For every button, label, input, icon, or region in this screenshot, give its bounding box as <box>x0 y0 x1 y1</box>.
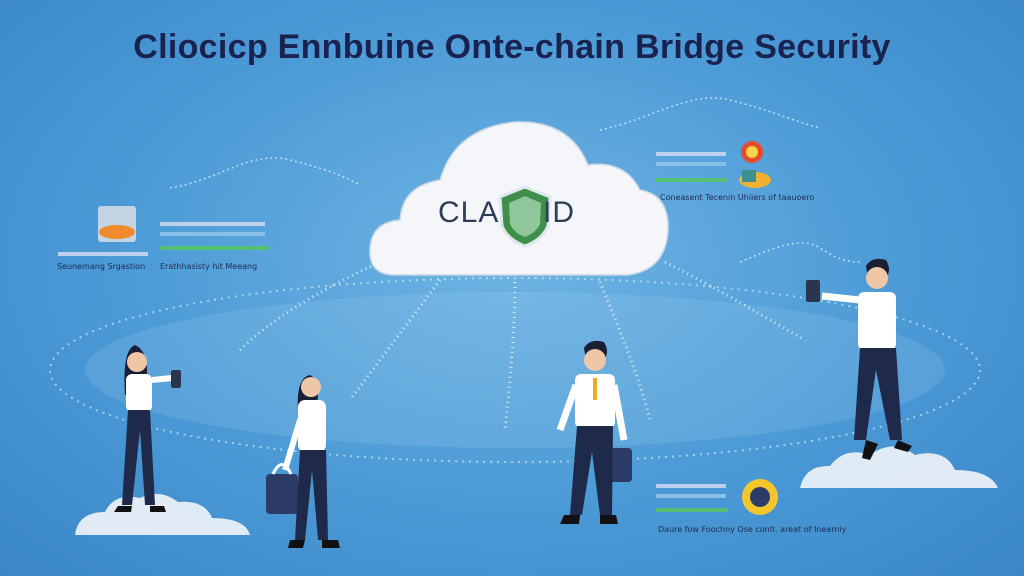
connection-beams <box>238 260 806 431</box>
left-caption-a: Seunemang Srgastion <box>57 262 146 271</box>
lock-icon <box>266 474 298 514</box>
bottom-right-caption: Daure fow Foochny Ose conlt. areat of In… <box>658 525 847 534</box>
top-right-caption: Coneasent Tecenin Uhiiers of taauoero <box>660 193 815 202</box>
shield-icon <box>498 185 552 248</box>
person-left <box>114 345 181 512</box>
person-center-right <box>556 340 632 524</box>
cloud-label-left: CLA <box>438 196 500 229</box>
cloud-label-right: ID <box>543 196 575 229</box>
phone-icon <box>171 370 181 388</box>
page-title: Cliocicp Ennbuine Onte-chain Bridge Secu… <box>133 28 891 66</box>
left-caption-b: Erathhasisty hit Meeang <box>160 262 258 271</box>
person-right <box>806 258 912 460</box>
person-center-left <box>266 375 340 548</box>
